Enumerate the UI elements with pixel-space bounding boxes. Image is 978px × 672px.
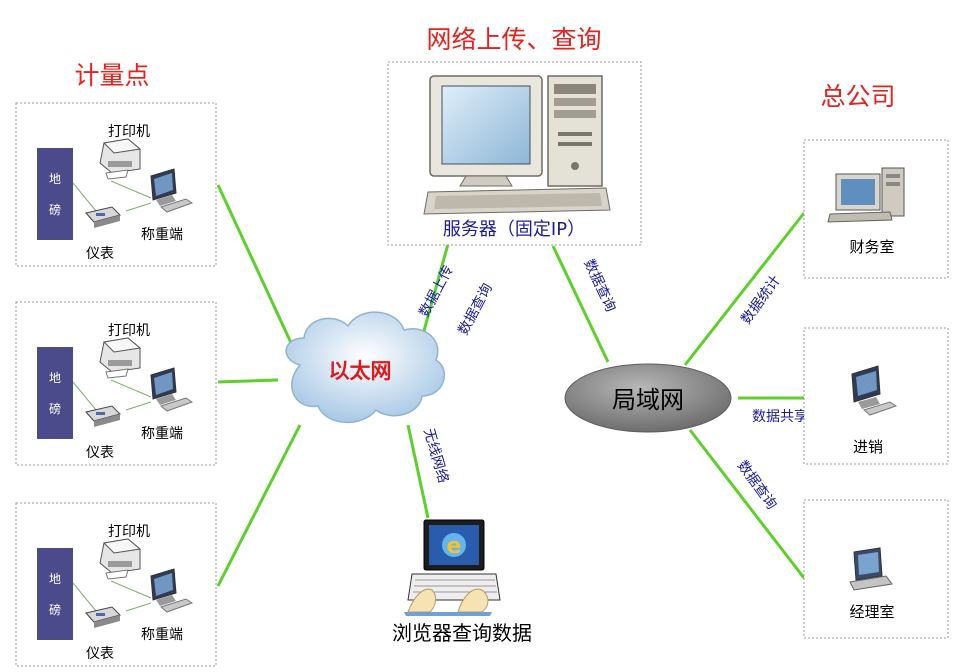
weigh-terminal-label: 称重端 (141, 426, 183, 442)
scale-char-1: 地 (49, 172, 61, 186)
scale-char-2: 磅 (49, 401, 61, 416)
office-purchase-sales: 进销 (803, 327, 949, 465)
server-box: 服务器（固定IP） (387, 61, 642, 246)
laptop-browser-icon: e (407, 519, 501, 601)
printer-label: 打印机 (108, 523, 150, 540)
monitor-icon (851, 365, 898, 416)
ethernet-label: 以太网 (329, 359, 392, 383)
link-label-data-statistics: 数据统计 (738, 273, 784, 328)
server-label: 服务器（固定IP） (443, 219, 585, 240)
link-server-lan (551, 245, 610, 363)
meter-label: 仪表 (86, 445, 114, 461)
office-manager-label: 经理室 (849, 603, 894, 621)
weigh-terminal-label: 称重端 (141, 627, 183, 643)
scale-char-1: 地 (49, 371, 61, 385)
weigh-terminal-label: 称重端 (141, 227, 183, 243)
link-ethernet-browser (406, 424, 430, 519)
printer-label: 打印机 (108, 123, 150, 140)
weigh-station-3: 打印机 地 磅 称重端 仪表 (15, 502, 217, 667)
svg-text:e: e (447, 534, 462, 559)
lan-node: 局域网 (564, 363, 732, 433)
link-label-data-query-ethernet: 数据查询 (455, 281, 495, 338)
link-label-wireless: 无线网络 (420, 427, 451, 485)
scale-char-2: 磅 (49, 202, 61, 217)
office-purchase-sales-label: 进销 (853, 438, 883, 456)
meter-label: 仪表 (86, 246, 114, 262)
lan-label: 局域网 (612, 386, 684, 414)
link-label-data-sharing: 数据共享 (752, 408, 808, 425)
link-label-data-upload: 数据上传 (416, 263, 456, 320)
desktop-computer-icon (827, 167, 905, 223)
heading-metering-points: 计量点 (74, 61, 149, 90)
link-station3-ethernet (216, 424, 302, 587)
laptop-icon (849, 547, 893, 591)
link-label-data-query-manager: 数据查询 (734, 458, 780, 513)
server-keyboard-icon (423, 187, 611, 215)
weigh-station-1: 打印机 地 磅 称重端 仪表 (15, 102, 217, 267)
server-tower-icon (547, 75, 603, 187)
link-ethernet-server (420, 243, 450, 339)
heading-network-upload-query: 网络上传、查询 (426, 25, 601, 54)
connection-lines (216, 184, 806, 587)
link-label-data-query-server: 数据查询 (580, 257, 618, 315)
meter-label: 仪表 (86, 646, 114, 662)
link-lan-finance (683, 212, 806, 366)
office-finance: 财务室 (803, 139, 949, 279)
ethernet-cloud: 以太网 (285, 311, 446, 424)
printer-label: 打印机 (108, 322, 150, 339)
browser-node: e 浏览器查询数据 (392, 519, 532, 645)
scale-char-1: 地 (49, 572, 61, 586)
link-lan-manager (688, 429, 806, 579)
link-station2-ethernet (217, 378, 279, 384)
browser-label: 浏览器查询数据 (392, 621, 532, 645)
office-finance-label: 财务室 (849, 238, 894, 256)
link-station1-ethernet (216, 184, 294, 346)
heading-head-office: 总公司 (820, 82, 895, 111)
office-manager: 经理室 (803, 499, 949, 639)
server-monitor-icon (429, 75, 543, 187)
hands-icon (404, 588, 492, 616)
weigh-station-2: 打印机 地 磅 称重端 仪表 (15, 301, 217, 466)
scale-char-2: 磅 (49, 602, 61, 617)
